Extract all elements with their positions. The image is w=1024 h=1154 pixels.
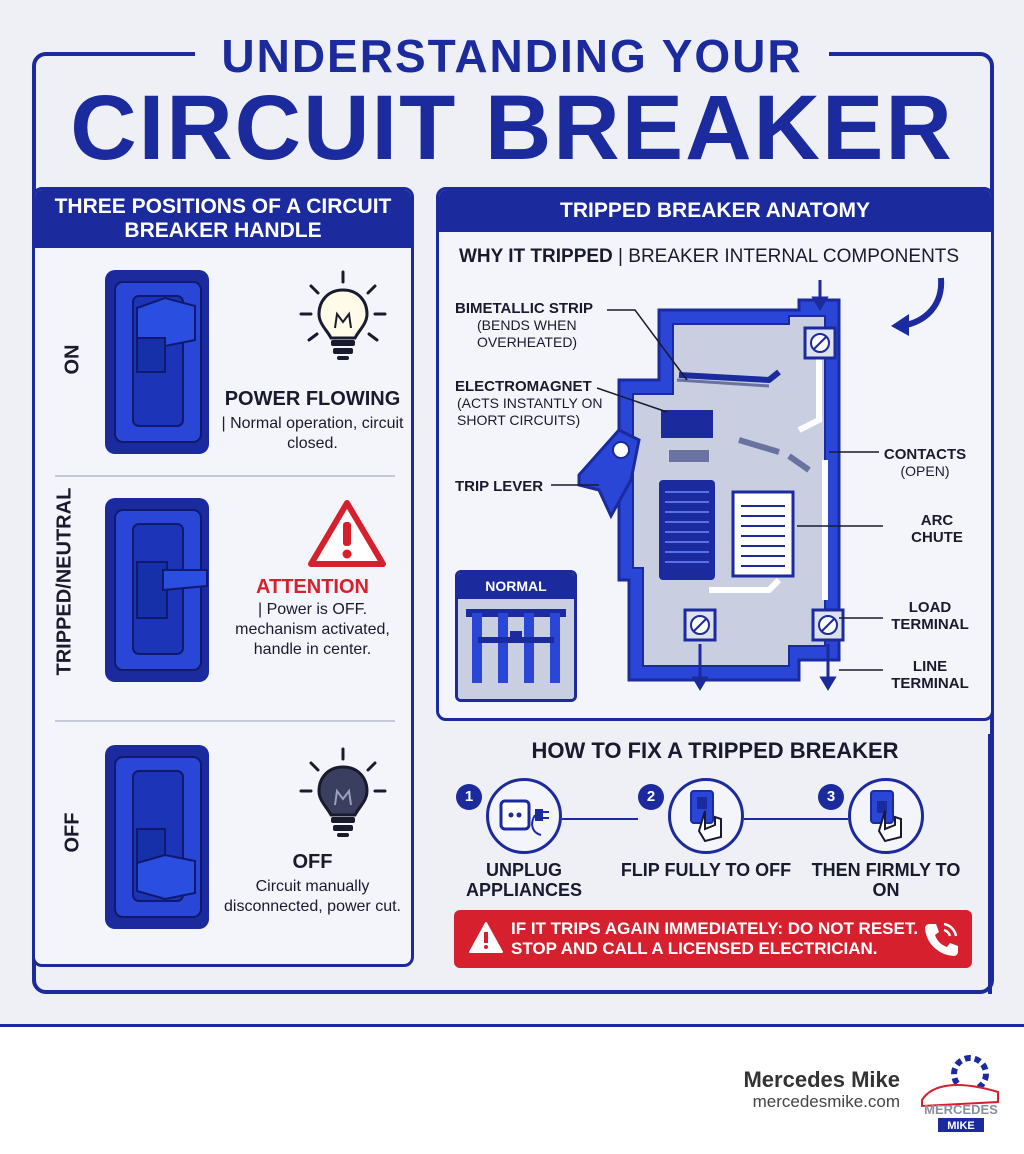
position-title: OFF [292,851,333,873]
anatomy-panel: TRIPPED BREAKER ANATOMY WHY IT TRIPPED |… [436,187,994,721]
position-tripped: TRIPPED/NEUTRAL ATTENTION | Power is OFF… [35,478,411,721]
switch-tripped-icon [105,498,209,682]
step-connector [744,818,848,820]
position-desc: | Normal operation, circuit closed. [221,415,404,452]
step-number: 2 [638,784,664,810]
hand-switch-icon [690,790,722,843]
position-desc: Circuit manually disconnected, power cut… [224,878,401,915]
position-title: ATTENTION [256,576,369,598]
divider [55,475,395,477]
position-label: OFF [61,812,84,853]
step-number: 1 [456,784,482,810]
step-connector [562,818,638,820]
position-on: ON POWER FLOWING | Normal operation, cir… [35,248,411,491]
normal-contacts-icon [458,599,574,699]
step-circle [486,778,562,854]
brand-logo-icon: MERCEDES MIKE [921,1055,999,1132]
position-title: POWER FLOWING [224,388,401,410]
label-line-terminal: LINE TERMINAL [891,658,969,692]
label-electromagnet: ELECTROMAGNET (ACTS INSTANTLY ON SHORT C… [455,378,603,428]
footer [0,1027,1024,1154]
page-title: CIRCUIT BREAKER [70,77,954,179]
hand-switch-icon [870,790,902,843]
step-label: FLIP FULLY TO OFF [620,860,792,880]
normal-label: NORMAL [458,573,574,599]
position-label: ON [61,344,84,375]
normal-inset: NORMAL [455,570,577,702]
warning-triangle-icon [308,500,386,567]
step-circle [848,778,924,854]
label-bimetallic-strip: BIMETALLIC STRIP (BENDS WHEN OVERHEATED) [455,300,594,350]
warning-banner: IF IT TRIPS AGAIN IMMEDIATELY: DO NOT RE… [454,910,972,968]
divider [55,720,395,722]
step-number: 3 [818,784,844,810]
svg-text:MERCEDES: MERCEDES [924,1102,998,1117]
brand-url[interactable]: mercedesmike.com [752,1092,900,1111]
warning-text: IF IT TRIPS AGAIN IMMEDIATELY: DO NOT RE… [511,919,919,958]
fix-heading: HOW TO FIX A TRIPPED BREAKER [531,738,899,763]
fix-section-border [988,734,992,994]
lightbulb-on-icon [299,270,387,360]
positions-panel: THREE POSITIONS OF A CIRCUIT BREAKER HAN… [32,187,414,967]
lightbulb-off-icon [299,747,387,837]
footer-divider [0,1024,1024,1027]
switch-on-icon [105,270,209,454]
svg-text:MIKE: MIKE [947,1120,975,1132]
switch-off-icon [105,745,209,929]
position-off: OFF OFF Circuit manually disconnected, p… [35,723,411,964]
why-tripped: WHY IT TRIPPED | BREAKER INTERNAL COMPON… [459,246,960,267]
warning-icon [469,922,503,953]
breaker-diagram [577,280,845,691]
position-label: TRIPPED/NEUTRAL [53,487,76,676]
label-arc-chute: ARC CHUTE [911,512,963,546]
title-line1: UNDERSTANDING YOUR [195,32,829,80]
position-desc: | Power is OFF. mechanism activated, han… [235,601,390,658]
anatomy-heading: TRIPPED BREAKER ANATOMY [439,190,991,232]
plug-icon [499,799,549,836]
label-load-terminal: LOAD TERMINAL [891,599,969,633]
label-contacts: CONTACTS (OPEN) [883,446,967,479]
label-trip-lever: TRIP LEVER [455,478,544,495]
phone-icon [925,922,958,956]
brand-name: Mercedes Mike [743,1067,900,1092]
step-label: THEN FIRMLY TO ON [811,860,961,900]
step-circle [668,778,744,854]
positions-heading: THREE POSITIONS OF A CIRCUIT BREAKER HAN… [35,190,411,248]
step-label: UNPLUG APPLIANCES [465,860,582,900]
leader-lines [551,309,883,671]
curved-arrow-icon [891,277,945,336]
